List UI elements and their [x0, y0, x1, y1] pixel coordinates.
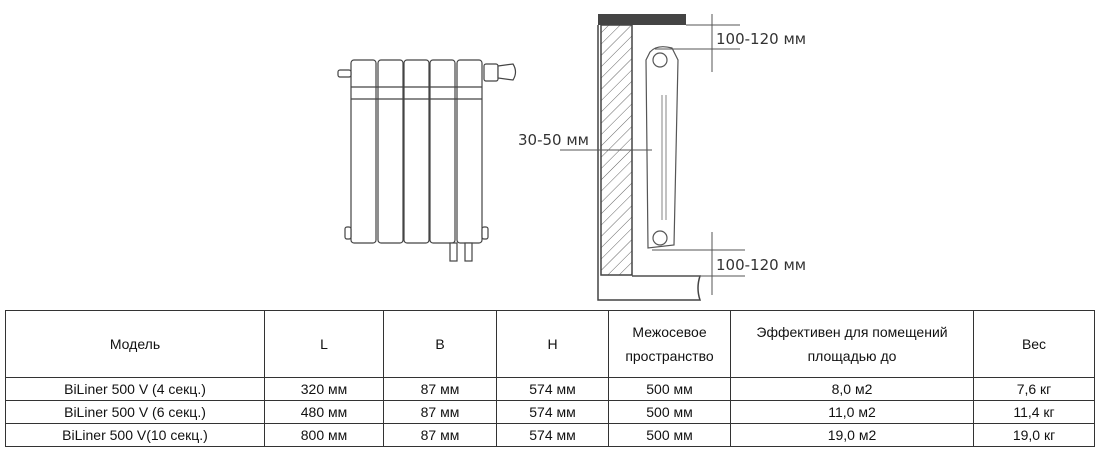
header-line: Эффективен для помещений	[756, 324, 948, 340]
cell-length: 480 мм	[264, 400, 384, 424]
header-depth: B	[383, 310, 497, 378]
cell-depth: 87 мм	[383, 423, 497, 447]
table-header-row: Модель L B H Межосевое пространство Эффек…	[5, 310, 1095, 378]
radiator-front-view	[337, 59, 517, 262]
cell-height: 574 мм	[496, 400, 609, 424]
table-row: BiLiner 500 V (4 секц.) 320 мм 87 мм 574…	[5, 377, 1095, 401]
wall-gap-label: 30-50 мм	[518, 131, 589, 149]
header-length: L	[264, 310, 384, 378]
cell-height: 574 мм	[496, 423, 609, 447]
top-gap-label: 100-120 мм	[716, 30, 806, 48]
cell-center-distance: 500 мм	[608, 400, 731, 424]
cell-center-distance: 500 мм	[608, 377, 731, 401]
cell-depth: 87 мм	[383, 377, 497, 401]
cell-weight: 11,4 кг	[973, 400, 1095, 424]
specs-table: Модель L B H Межосевое пространство Эффек…	[5, 310, 1095, 447]
radiator-side-view	[645, 46, 679, 249]
cell-height: 574 мм	[496, 377, 609, 401]
cell-center-distance: 500 мм	[608, 423, 731, 447]
header-line: пространство	[625, 348, 714, 364]
dimension-lines	[560, 14, 745, 295]
radiator-installation-diagram: 100-120 мм 30-50 мм 100-120 мм	[337, 14, 806, 301]
header-line: Межосевое	[632, 324, 707, 340]
cell-area: 8,0 м2	[730, 377, 974, 401]
cell-weight: 7,6 кг	[973, 377, 1095, 401]
header-effective-area: Эффективен для помещений площадью до	[730, 310, 974, 378]
cell-area: 11,0 м2	[730, 400, 974, 424]
header-weight: Вес	[973, 310, 1095, 378]
bottom-gap-label: 100-120 мм	[716, 256, 806, 274]
header-center-distance: Межосевое пространство	[608, 310, 731, 378]
header-height: H	[496, 310, 609, 378]
table-row: BiLiner 500 V(10 секц.) 800 мм 87 мм 574…	[5, 423, 1095, 447]
cell-model: BiLiner 500 V (4 секц.)	[5, 377, 265, 401]
cell-area: 19,0 м2	[730, 423, 974, 447]
cell-model: BiLiner 500 V(10 секц.)	[5, 423, 265, 447]
cell-length: 320 мм	[264, 377, 384, 401]
cell-model: BiLiner 500 V (6 секц.)	[5, 400, 265, 424]
cell-length: 800 мм	[264, 423, 384, 447]
cell-weight: 19,0 кг	[973, 423, 1095, 447]
header-model: Модель	[5, 310, 265, 378]
header-line: площадью до	[807, 348, 897, 364]
table-row: BiLiner 500 V (6 секц.) 480 мм 87 мм 574…	[5, 400, 1095, 424]
cell-depth: 87 мм	[383, 400, 497, 424]
